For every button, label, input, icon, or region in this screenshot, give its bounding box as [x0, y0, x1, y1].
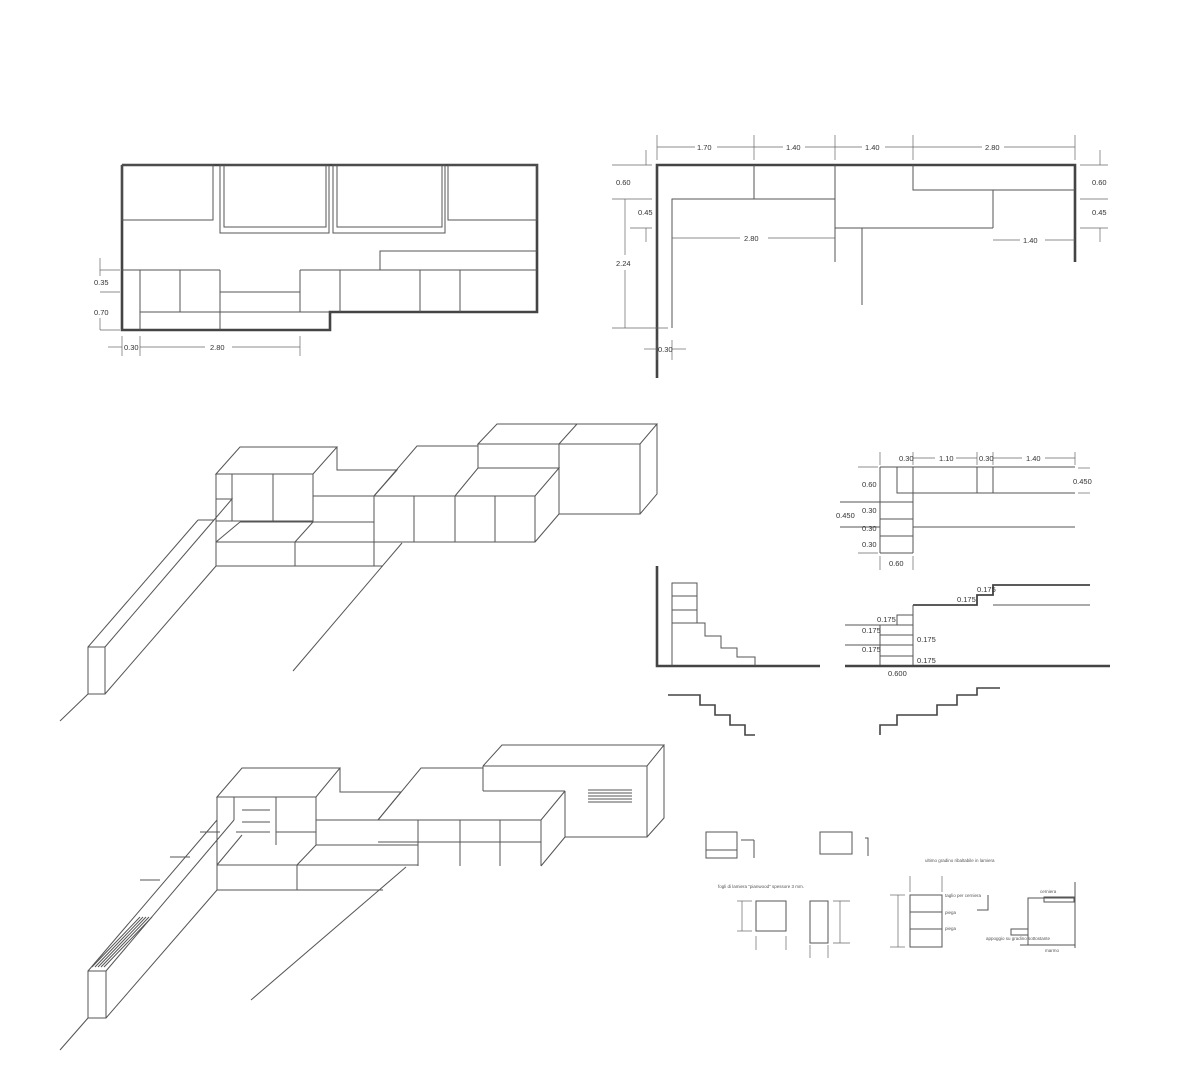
dim-label: 1.40 — [1023, 236, 1038, 245]
isometric-view-open — [59, 744, 666, 1051]
dim-label: 1.40 — [865, 143, 880, 152]
isometric-view-closed — [59, 423, 659, 722]
dim-label: 0.30 — [862, 540, 877, 549]
riser-label: 0.175 — [957, 595, 976, 604]
stair-section-left — [655, 566, 1000, 736]
dim-label: 2.80 — [210, 343, 225, 352]
plan-a: 0.35 0.70 0.30 2.80 — [94, 163, 539, 356]
dim-label: 1.40 — [1026, 454, 1041, 463]
tread-label: 0.600 — [888, 669, 907, 678]
dim-label: 0.60 — [889, 559, 904, 568]
dim-label: 2.80 — [744, 234, 759, 243]
dim-label: 0.45 — [638, 208, 653, 217]
detail-plan: 0.30 1.10 0.30 1.40 0.450 0.60 0.450 0.3… — [836, 452, 1092, 570]
riser-label: 0.175 — [977, 585, 996, 594]
dim-label: 0.60 — [616, 178, 631, 187]
note-fold: piega — [945, 910, 957, 915]
dim-label: 0.450 — [1073, 477, 1092, 486]
note-support: appoggio su gradino sottostante — [986, 936, 1051, 941]
note-fold: piega — [945, 926, 957, 931]
dim-label: 0.60 — [862, 480, 877, 489]
vent-grille — [91, 789, 632, 968]
dim-label: 0.30 — [124, 343, 139, 352]
dim-label: 0.30 — [979, 454, 994, 463]
dim-label: 0.450 — [836, 511, 855, 520]
riser-label: 0.175 — [862, 626, 881, 635]
riser-label: 0.175 — [877, 615, 896, 624]
dim-label: 0.30 — [658, 345, 673, 354]
plan-b: 1.70 1.40 1.40 2.80 0.60 0.45 2.24 0.30 … — [612, 135, 1108, 378]
dim-label: 0.30 — [862, 524, 877, 533]
dim-label: 1.70 — [697, 143, 712, 152]
dim-label: 2.80 — [985, 143, 1000, 152]
note-hinge-cut: taglio per cerniera — [945, 893, 982, 898]
dim-label: 0.35 — [94, 278, 109, 287]
dim-label: 0.30 — [899, 454, 914, 463]
riser-label: 0.175 — [917, 656, 936, 665]
sheet-metal-details: fogli di lamiera "pianwood" spessore 3 m… — [705, 831, 1076, 958]
note-hinge: cerniera — [1040, 889, 1057, 894]
riser-label: 0.175 — [917, 635, 936, 644]
note-last-step: ultimo gradino ribaltabile in lamiera — [925, 858, 995, 863]
dim-label: 0.30 — [862, 506, 877, 515]
dim-label: 1.10 — [939, 454, 954, 463]
note-marble: marmo — [1045, 948, 1059, 953]
dim-label: 1.40 — [786, 143, 801, 152]
note-sheets: fogli di lamiera "pianwood" spessore 3 m… — [718, 884, 804, 889]
dim-label: 0.60 — [1092, 178, 1107, 187]
dim-label: 2.24 — [616, 259, 631, 268]
stair-section-right: 0.175 0.175 0.175 0.175 0.175 0.175 0.17… — [845, 584, 1110, 678]
dim-label: 0.45 — [1092, 208, 1107, 217]
dim-label: 0.70 — [94, 308, 109, 317]
riser-label: 0.175 — [862, 645, 881, 654]
